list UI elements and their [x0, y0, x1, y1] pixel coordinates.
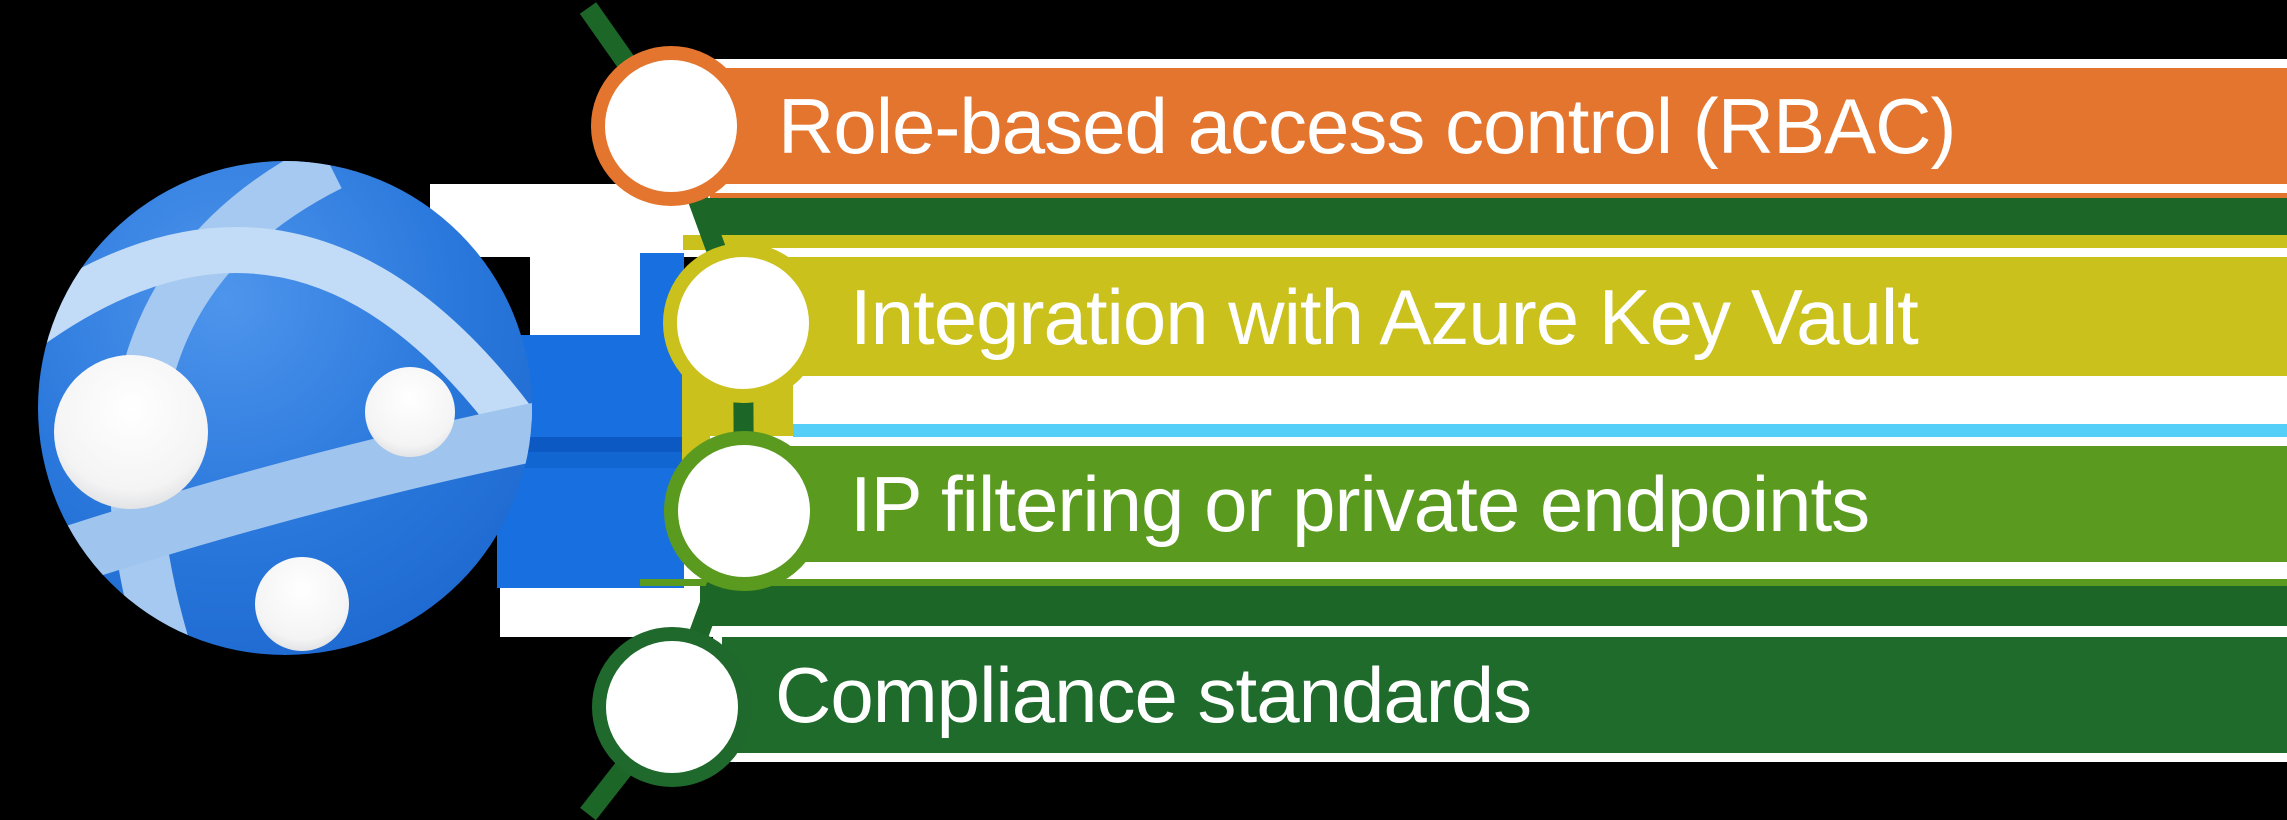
list-item-ip-filtering: IP filtering or private endpoints — [780, 446, 2287, 562]
globe-node — [365, 367, 455, 457]
list-item-rbac: Role-based access control (RBAC) — [722, 68, 2287, 184]
stripe-dark-green-1 — [703, 198, 2287, 235]
stripe-green-thin — [640, 579, 2287, 586]
stripe-sky-blue — [793, 424, 2287, 439]
gap-backing-4 — [530, 253, 645, 340]
item-label: Compliance standards — [775, 651, 1532, 739]
globe-blue-block-shade — [497, 452, 684, 468]
item-bullet-3 — [664, 431, 824, 591]
stripe-dark-green-2 — [700, 586, 2287, 626]
item-label: IP filtering or private endpoints — [850, 460, 1870, 548]
item-label: Integration with Azure Key Vault — [850, 272, 1919, 361]
list-item-key-vault: Integration with Azure Key Vault — [780, 257, 2287, 376]
item-bullet-4 — [592, 627, 752, 787]
item-bullet-2 — [663, 243, 823, 403]
globe-arc — [38, 227, 532, 444]
globe-node — [54, 355, 208, 509]
stripe-orange-thin — [710, 193, 2287, 198]
azure-globe-icon — [38, 161, 532, 655]
stripe-yellow-thin — [683, 235, 2287, 250]
globe-blue-block-shade — [497, 437, 684, 452]
globe-node — [255, 557, 349, 651]
item-label: Role-based access control (RBAC) — [778, 82, 1956, 170]
list-item-compliance: Compliance standards — [722, 637, 2287, 753]
item-bullet-1 — [591, 46, 751, 206]
globe-arc — [45, 401, 532, 588]
